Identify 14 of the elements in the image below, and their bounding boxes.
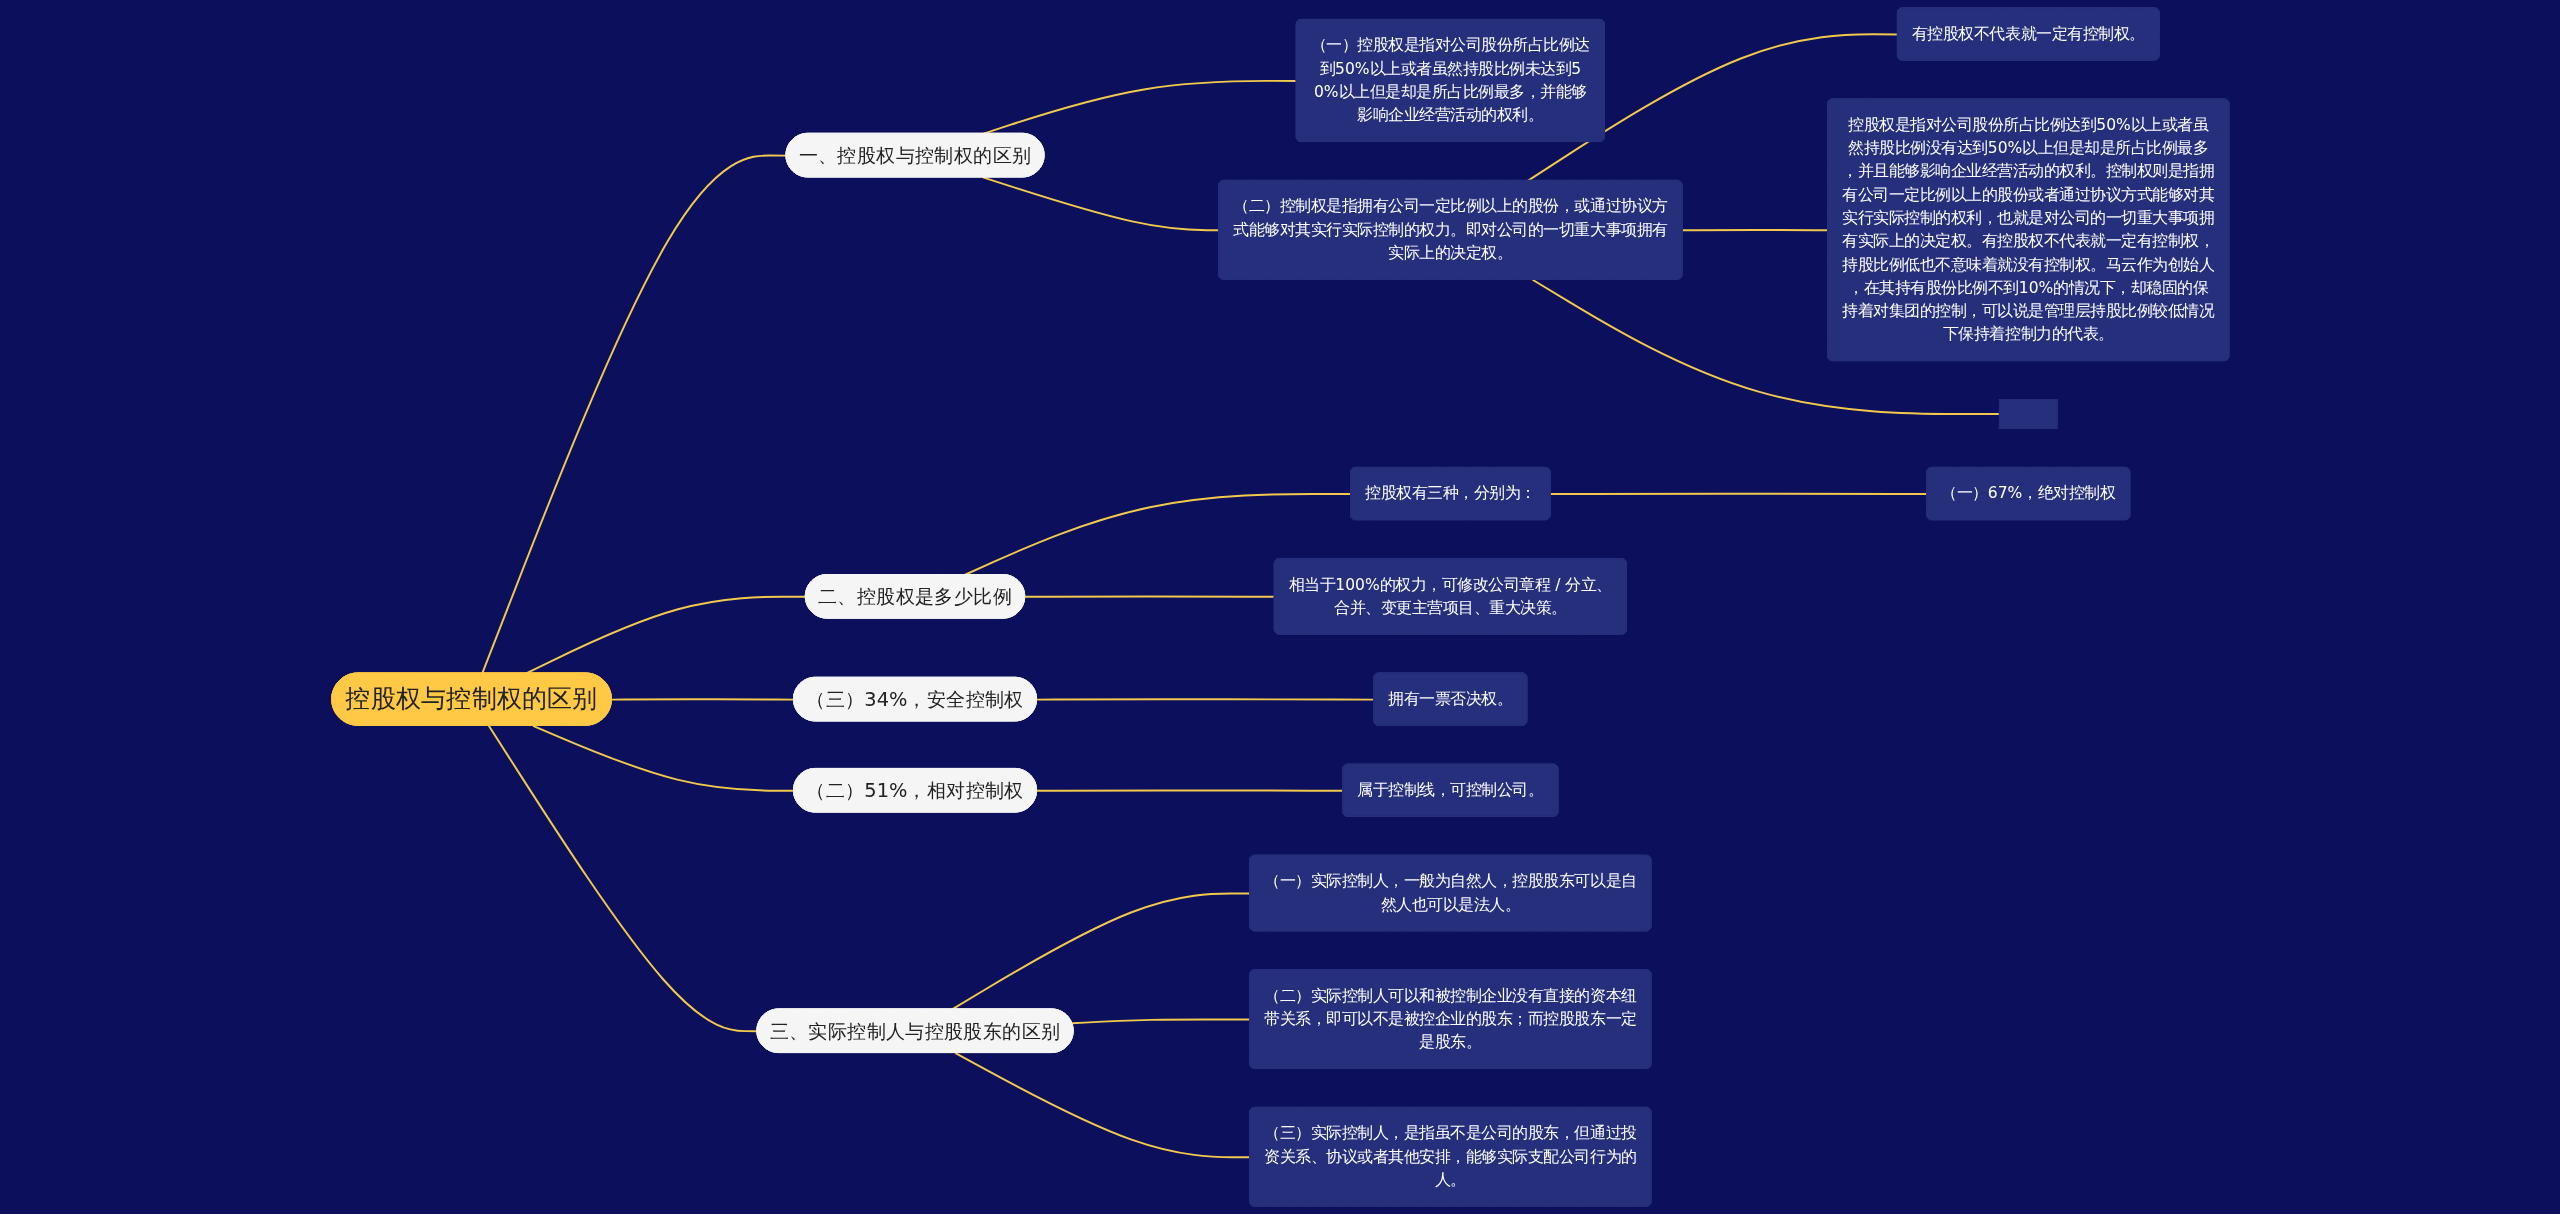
connector: [1035, 789, 1344, 792]
connector: [981, 176, 1220, 232]
connector: [1070, 1018, 1251, 1025]
connector: [1035, 698, 1375, 701]
node-box: [1998, 399, 2058, 430]
connector: [487, 724, 758, 1033]
connector: [1549, 492, 1928, 495]
connector: [963, 492, 1352, 576]
connector: [610, 698, 795, 701]
connector: [954, 1052, 1251, 1159]
connector: [1526, 33, 1899, 182]
connector: [531, 724, 795, 792]
connector: [1681, 229, 1829, 232]
connector: [1531, 278, 2000, 415]
